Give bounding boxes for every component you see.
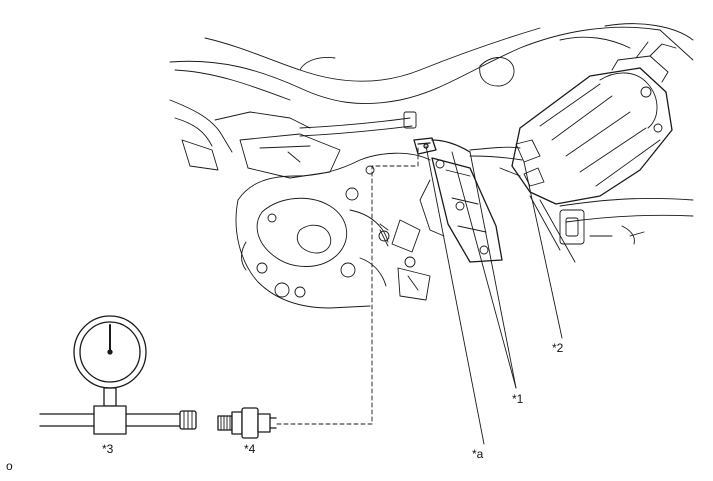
hose-route-dashed xyxy=(275,147,419,425)
callout-point-a: *a xyxy=(472,447,484,461)
adapter-fitting xyxy=(217,407,277,439)
engine-underbody-drawing xyxy=(169,23,694,309)
callout-part-2: *2 xyxy=(552,341,564,355)
callout-part-4: *4 xyxy=(244,442,256,456)
callout-part-1: *1 xyxy=(512,392,524,406)
pressure-gauge xyxy=(39,315,197,435)
corner-mark: o xyxy=(6,459,13,473)
leader-lines xyxy=(425,145,563,445)
fuel-pressure-port xyxy=(413,137,471,155)
callout-part-3: *3 xyxy=(102,442,114,456)
